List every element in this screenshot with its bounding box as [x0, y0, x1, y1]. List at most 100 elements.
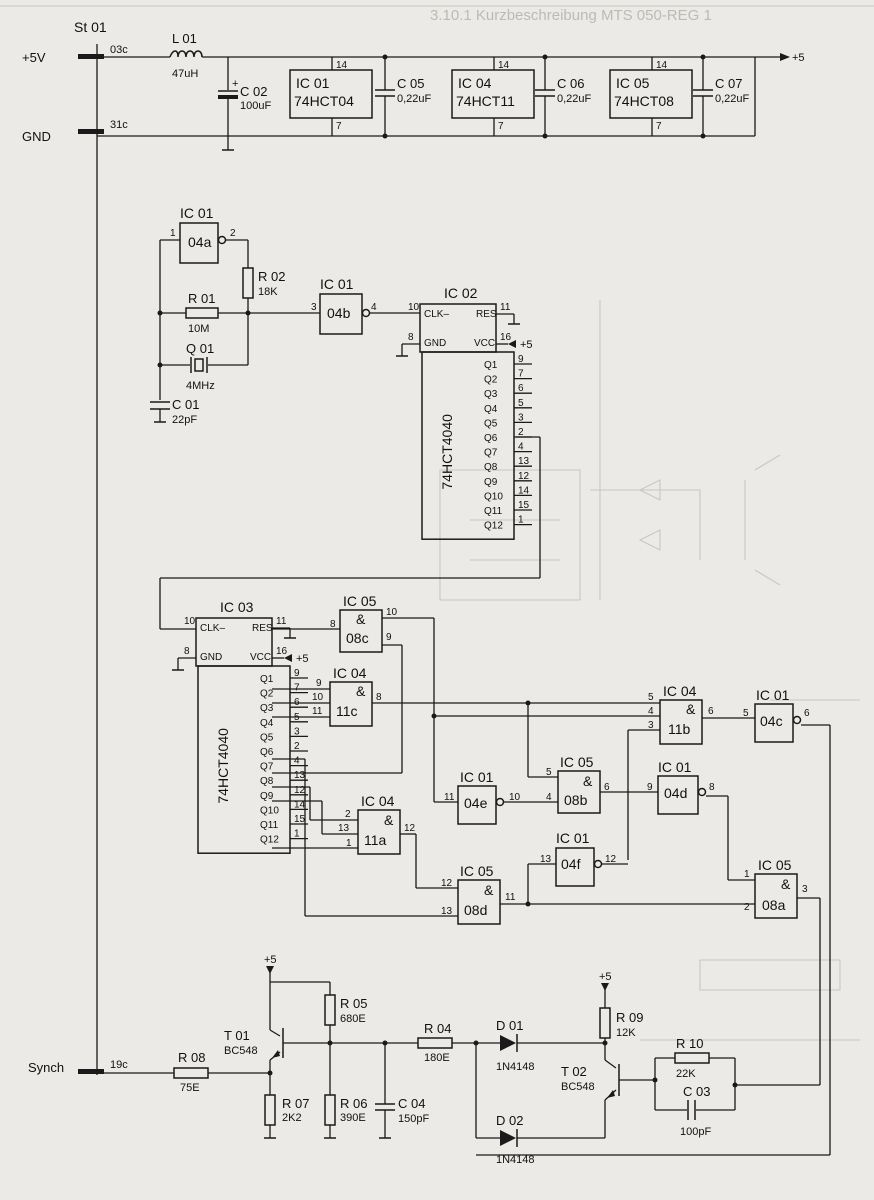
- r01-ref: R 01: [188, 291, 215, 306]
- g08b-ref: IC 05: [560, 754, 594, 770]
- resistor-r04: [417, 1037, 453, 1049]
- sync-section: Synch 19c R 08 75E +5 T 01 BC548 R 07 2K…: [28, 954, 738, 1166]
- decoupling-cap-value-0: 0,22uF: [397, 93, 432, 105]
- c03-value: 100pF: [680, 1126, 711, 1138]
- g08a-and: &: [781, 876, 791, 892]
- connector-pin-03c: [78, 54, 104, 59]
- g04f-pin-out: 12: [605, 854, 617, 865]
- counter-output-1-4: Q5: [260, 732, 274, 743]
- connector-pin-19c: [78, 1069, 104, 1074]
- counter-output-0-3: Q4: [484, 404, 498, 415]
- decoupling-cap-ref-2: C 07: [715, 76, 742, 91]
- g04c-ref: IC 01: [756, 687, 790, 703]
- counter-output-pin-0-4: 3: [518, 412, 524, 423]
- counter-clk-0: CLK–: [424, 309, 449, 320]
- g11b-pin-in2: 4: [648, 706, 654, 717]
- g08b-pin-out: 6: [604, 782, 610, 793]
- g08a-pin-in2: 2: [744, 902, 750, 913]
- counter-output-1-10: Q11: [260, 820, 279, 831]
- g11a-and: &: [384, 812, 394, 828]
- counter-gnd-pin-1: 8: [184, 646, 190, 657]
- g04f-ref: IC 01: [556, 830, 590, 846]
- inverter-04a-label: 04a: [188, 234, 212, 250]
- counter-vcc-pin-0: 16: [500, 332, 512, 343]
- c01-ref: C 01: [172, 397, 199, 412]
- counter-output-1-1: Q2: [260, 689, 274, 700]
- and-gate-11b: [659, 699, 703, 745]
- r02-ref: R 02: [258, 269, 285, 284]
- counter-res-0: RES: [476, 309, 497, 320]
- c02-capacitor: [218, 95, 238, 99]
- g08b-and: &: [583, 773, 593, 789]
- counter-res-pin-0: 11: [500, 302, 511, 313]
- inverter-04c: [754, 703, 794, 743]
- resistor-r09: [599, 1007, 611, 1039]
- and-gate-11a: [357, 809, 401, 855]
- g08d-label: 08d: [464, 902, 487, 918]
- counter-output-pin-0-6: 4: [518, 442, 524, 453]
- power-chip-0: [289, 69, 373, 119]
- inverter-04b-pin-out: 4: [371, 302, 377, 313]
- counter-output-1-0: Q1: [260, 674, 274, 685]
- g08a-label: 08a: [762, 897, 786, 913]
- pin-19c-label: 19c: [110, 1059, 128, 1071]
- l01-ref: L 01: [172, 31, 197, 46]
- power-chip-vcc-pin-0: 14: [336, 60, 348, 71]
- counter-clk-1: CLK–: [200, 623, 225, 634]
- g08c-ref: IC 05: [343, 593, 377, 609]
- counter-gnd-1: GND: [200, 652, 222, 663]
- counter-output-0-7: Q8: [484, 462, 498, 473]
- g11a-pin-in3: 1: [346, 838, 352, 849]
- counter-output-pin-0-11: 1: [518, 515, 524, 526]
- counter-clk-pin-1: 10: [184, 616, 196, 627]
- g11c-label: 11c: [336, 703, 358, 719]
- r10-ref: R 10: [676, 1036, 703, 1051]
- r07-ref: R 07: [282, 1096, 309, 1111]
- counter-vcc-0: VCC: [474, 338, 495, 349]
- resistor-r06: [324, 1094, 336, 1126]
- d02-ref: D 02: [496, 1113, 523, 1128]
- r08-value: 75E: [180, 1082, 200, 1094]
- counter-output-pin-0-3: 5: [518, 398, 524, 409]
- and-gate-08d: [457, 879, 501, 925]
- counter-output-1-8: Q9: [260, 791, 274, 802]
- counter-output-0-6: Q7: [484, 448, 498, 459]
- t01-type: BC548: [224, 1045, 258, 1057]
- pin-31c-label: 31c: [110, 119, 128, 131]
- g04d-pin-in: 9: [647, 782, 653, 793]
- c03-ref: C 03: [683, 1084, 710, 1099]
- counter-output-1-5: Q6: [260, 747, 274, 758]
- g04e-label: 04e: [464, 795, 488, 811]
- g04d-ref: IC 01: [658, 759, 692, 775]
- inverter-04f: [555, 847, 595, 887]
- g08c-label: 08c: [346, 630, 369, 646]
- logic-section: IC 05 & 08c 8 9 10 IC 04 & 11c 9 10 11 8…: [159, 436, 831, 1156]
- r09-ref: R 09: [616, 1010, 643, 1025]
- power-chip-type-2: 74HCT08: [614, 93, 674, 109]
- counter-output-pin-0-10: 15: [518, 500, 530, 511]
- g11a-pin-out: 12: [404, 823, 416, 834]
- g11c-pin-in2: 10: [312, 692, 324, 703]
- resistor-r05: [324, 994, 336, 1026]
- g08c-pin-in2: 9: [386, 632, 392, 643]
- connector-ref: St 01: [74, 19, 107, 35]
- g08d-pin-out: 11: [505, 892, 516, 903]
- inverter-04d: [657, 775, 699, 815]
- diode-d02: [500, 1130, 516, 1146]
- counter-output-1-11: Q12: [260, 835, 279, 846]
- power-chip-type-1: 74HCT11: [456, 93, 515, 109]
- g04f-label: 04f: [561, 856, 581, 872]
- osc-gate-a-ref: IC 01: [180, 205, 214, 221]
- inverter-04e: [457, 785, 497, 825]
- and-gate-08c: [339, 609, 383, 653]
- g08c-pin-out: 10: [386, 607, 398, 618]
- g04e-pin-out: 10: [509, 792, 521, 803]
- g11c-pin-in3: 11: [312, 706, 323, 717]
- inverter-04a-pin-in: 1: [170, 228, 176, 239]
- counter-output-0-10: Q11: [484, 506, 503, 517]
- g11b-and: &: [686, 701, 696, 717]
- power-chip-ref-2: IC 05: [616, 75, 650, 91]
- diode-d01: [500, 1035, 516, 1051]
- inductor-l01: [169, 50, 203, 58]
